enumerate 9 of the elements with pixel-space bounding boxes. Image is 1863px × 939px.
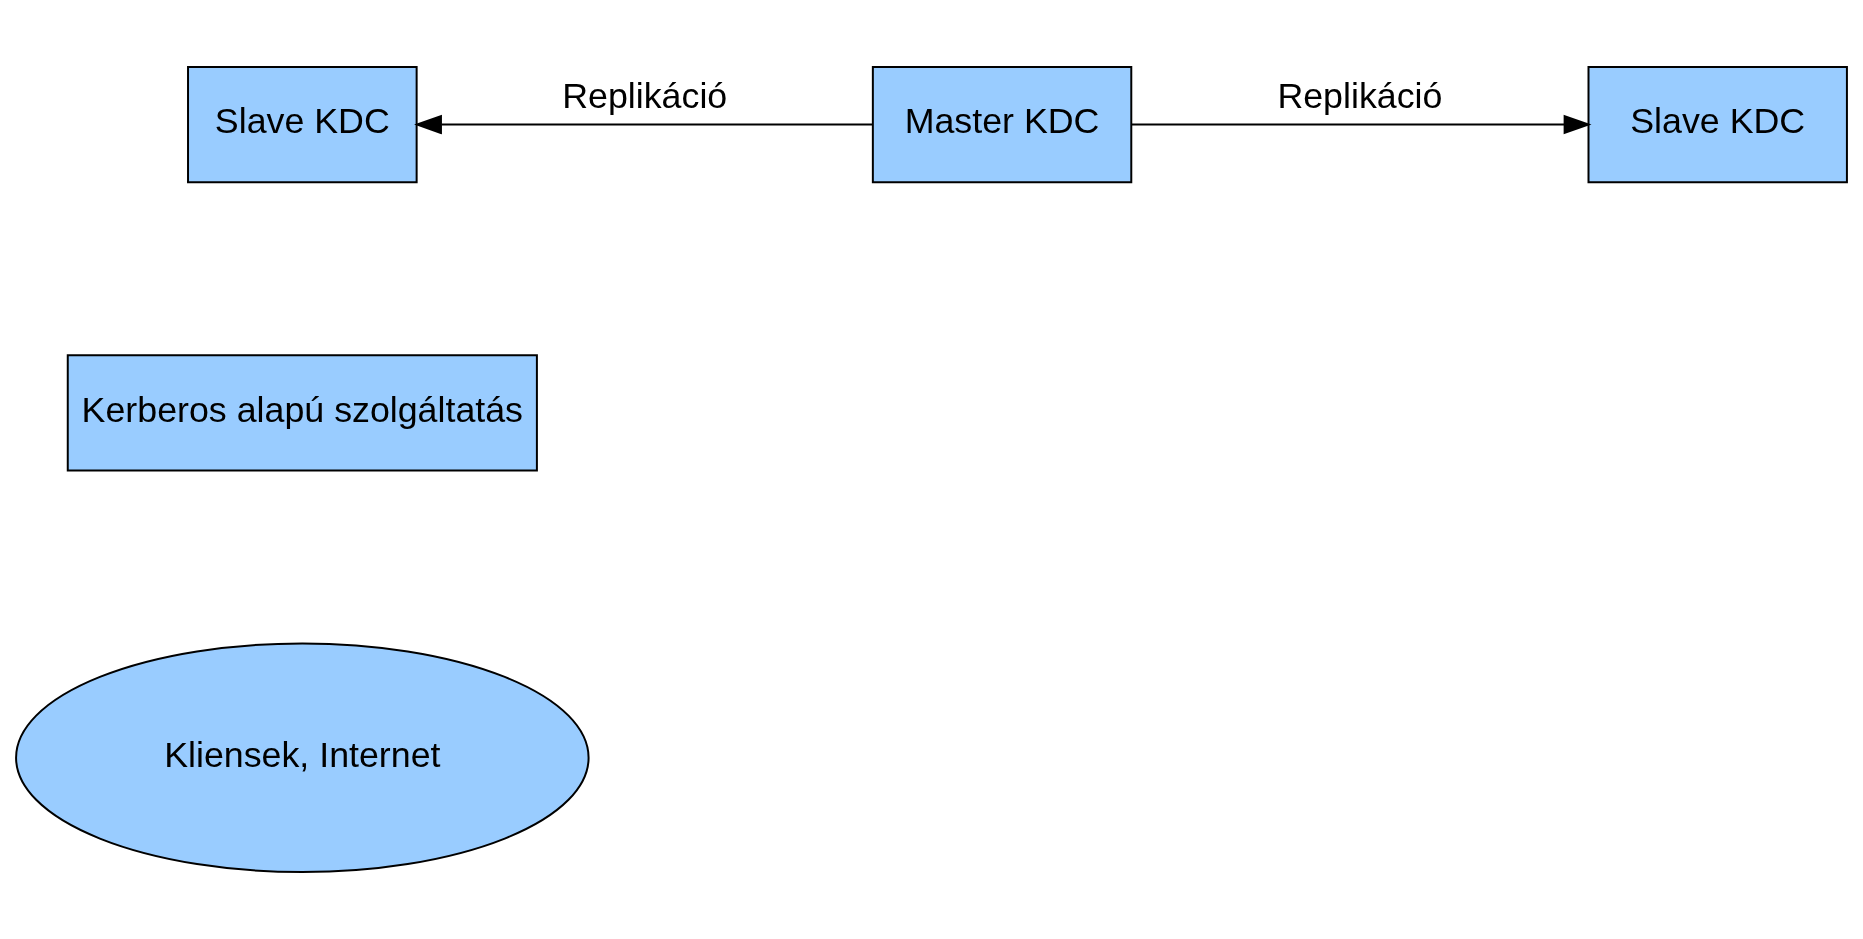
- node-box: Slave KDC: [187, 65, 418, 184]
- node-box: Master KDC: [871, 65, 1133, 184]
- node-ellipse: Kliensek, Internet: [15, 642, 590, 874]
- arrow: [414, 114, 874, 135]
- node-box: Slave KDC: [1587, 65, 1848, 184]
- arrow: [1130, 114, 1592, 135]
- node-box: Kerberos alapú szolgáltatás: [66, 354, 538, 472]
- edge-label: Replikáció: [1277, 75, 1443, 116]
- edge-label: Replikáció: [562, 75, 728, 116]
